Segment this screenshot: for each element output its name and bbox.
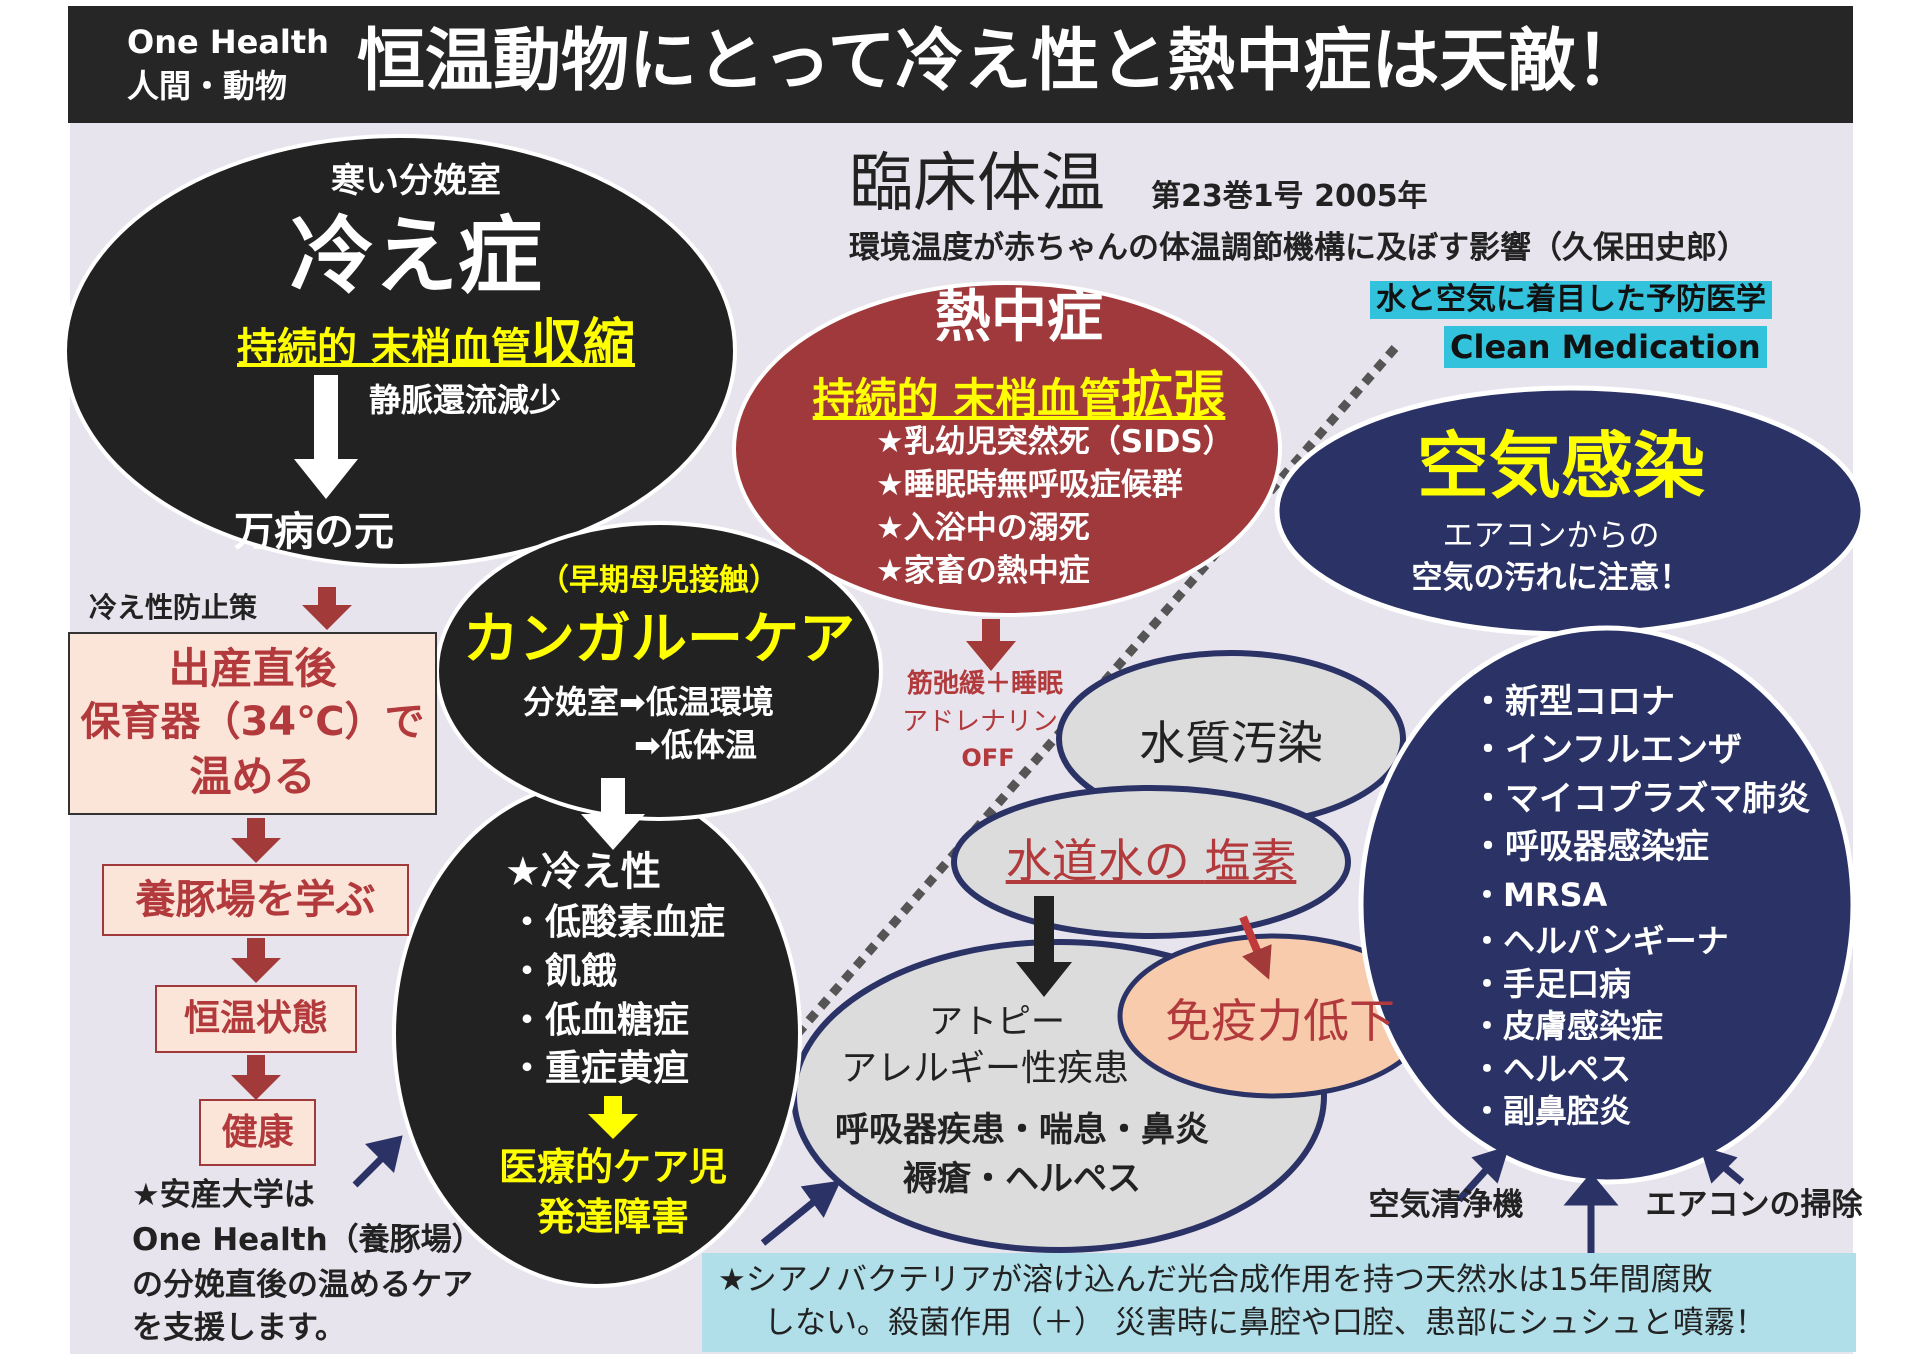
down-arrow-icon bbox=[581, 778, 645, 850]
prevention-label: 水と空気に着目した予防医学 bbox=[1370, 281, 1772, 319]
one-health-label: One Health bbox=[127, 23, 329, 61]
infection-item: ・ヘルパンギーナ bbox=[1471, 922, 1729, 960]
header-bar bbox=[68, 6, 1853, 123]
cold-room-label: 寒い分娩室 bbox=[331, 161, 501, 201]
down-arrow-icon bbox=[231, 938, 281, 983]
kangaroo-line: ➡低体温 bbox=[634, 726, 757, 764]
heat-effect: OFF bbox=[961, 744, 1015, 772]
health-box: 健康 bbox=[199, 1099, 316, 1166]
disease-item: 褥瘡・ヘルペス bbox=[903, 1159, 1141, 1199]
down-arrow-icon bbox=[966, 619, 1016, 671]
mech-prefix: 持続的 末梢血管 bbox=[237, 325, 531, 371]
down-arrow-icon bbox=[588, 1096, 638, 1139]
note-line: ★安産大学は bbox=[132, 1177, 315, 1213]
prevention-measures-label: 冷え性防止策 bbox=[89, 591, 258, 624]
box-label: 恒温状態 bbox=[183, 998, 329, 1039]
infection-item: ・副鼻腔炎 bbox=[1471, 1092, 1632, 1130]
disease-item: 呼吸器疾患・喘息・鼻炎 bbox=[835, 1110, 1209, 1150]
chill-item: ・低酸素血症 bbox=[509, 902, 726, 943]
chill-result: 発達障害 bbox=[536, 1195, 690, 1239]
pig-farm-box: 養豚場を学ぶ bbox=[102, 864, 409, 936]
clean-medication-label: Clean Medication bbox=[1444, 326, 1767, 368]
box-line: 保育器（34℃）で bbox=[80, 699, 425, 745]
homeothermic-box: 恒温状態 bbox=[155, 985, 357, 1053]
root-of-illness-label: 万病の元 bbox=[234, 509, 394, 555]
postpartum-box: 出産直後 保育器（34℃）で 温める bbox=[68, 632, 437, 815]
mech-prefix: 持続的 末梢血管 bbox=[812, 374, 1122, 423]
kangaroo-ellipse bbox=[435, 521, 883, 821]
infection-item: ・手足口病 bbox=[1471, 965, 1632, 1003]
down-arrow-icon bbox=[294, 375, 358, 499]
vasoconstriction-label: 持続的 末梢血管収縮 bbox=[237, 318, 635, 370]
chill-item: ・飢餓 bbox=[509, 951, 618, 992]
mech-key: 収縮 bbox=[530, 314, 635, 374]
box-label: 健康 bbox=[221, 1112, 294, 1153]
disease-item: アレルギー性疾患 bbox=[840, 1048, 1130, 1089]
chill-title: ★冷え性 bbox=[505, 849, 661, 895]
note-line: One Health（養豚場） bbox=[132, 1222, 483, 1258]
infection-item: ・呼吸器感染症 bbox=[1471, 827, 1709, 867]
chlorine-prefix: 水道水の bbox=[1005, 834, 1205, 888]
heat-item: ★睡眠時無呼吸症候群 bbox=[876, 467, 1183, 503]
box-label: 養豚場を学ぶ bbox=[135, 877, 376, 923]
water-pollution-title: 水質汚染 bbox=[1139, 716, 1323, 770]
journal-issue: 第23巻1号 2005年 bbox=[1151, 179, 1428, 214]
infection-item: ・皮膚感染症 bbox=[1471, 1007, 1664, 1045]
heatstroke-ellipse bbox=[732, 281, 1282, 617]
heatstroke-title: 熱中症 bbox=[935, 285, 1103, 350]
down-arrow-icon bbox=[231, 818, 281, 863]
note-line: の分娩直後の温めるケア bbox=[132, 1267, 473, 1303]
human-animal-label: 人間・動物 bbox=[127, 67, 288, 105]
kangaroo-line: 分娩室➡低温環境 bbox=[523, 683, 774, 721]
kangaroo-sub: （早期母児接触） bbox=[539, 563, 779, 598]
mech-key: 拡張 bbox=[1121, 366, 1226, 426]
infection-item: ・インフルエンザ bbox=[1471, 730, 1742, 770]
ac-cleaning-label: エアコンの掃除 bbox=[1645, 1187, 1863, 1223]
chill-item: ・低血糖症 bbox=[509, 1000, 690, 1041]
heat-effect: 筋弛緩＋睡眠 bbox=[906, 669, 1064, 699]
journal-name: 臨床体温 bbox=[849, 147, 1105, 221]
page-title: 恒温動物にとって冷え性と熱中症は天敵！ bbox=[357, 22, 1644, 101]
diagonal-arrow-icon bbox=[1239, 915, 1272, 980]
kangaroo-title: カンガルーケア bbox=[463, 607, 855, 672]
infection-item: ・マイコプラズマ肺炎 bbox=[1471, 779, 1811, 819]
heat-effect: アドレナリン bbox=[901, 707, 1059, 737]
article-title: 環境温度が赤ちゃんの体温調節機構に及ぼす影響（久保田史郎） bbox=[849, 230, 1748, 266]
chlorine-key: 塩素 bbox=[1204, 834, 1297, 888]
disease-item: アトピー bbox=[929, 1002, 1065, 1042]
infection-item: ・MRSA bbox=[1471, 876, 1608, 914]
cyanobacteria-note-box: ★シアノバクテリアが溶け込んだ光合成作用を持つ天然水は15年間腐敗 しない。殺菌… bbox=[702, 1253, 1856, 1352]
chlorine-label: 水道水の 塩素 bbox=[1006, 838, 1297, 884]
note-line: を支援します。 bbox=[132, 1310, 346, 1346]
cold-ellipse bbox=[63, 134, 737, 568]
infection-item: ・ヘルペス bbox=[1471, 1050, 1632, 1088]
air-purifier-label: 空気清浄機 bbox=[1368, 1187, 1524, 1223]
box-line: 温める bbox=[189, 752, 316, 801]
cold-title: 冷え症 bbox=[289, 207, 543, 305]
note-line: しない。殺菌作用（＋） 災害時に鼻腔や口腔、患部にシュシュと噴霧！ bbox=[764, 1305, 1766, 1341]
heat-item: ★乳幼児突然死（SIDS） bbox=[876, 424, 1234, 460]
down-arrow-icon bbox=[1016, 896, 1072, 997]
airborne-title: 空気感染 bbox=[1416, 424, 1706, 508]
down-arrow-icon bbox=[231, 1055, 281, 1100]
venous-return-label: 静脈還流減少 bbox=[369, 381, 562, 419]
heat-item: ★入浴中の溺死 bbox=[876, 510, 1090, 546]
vasodilation-label: 持続的 末梢血管拡張 bbox=[813, 370, 1226, 422]
note-line: ★シアノバクテリアが溶け込んだ光合成作用を持つ天然水は15年間腐敗 bbox=[718, 1262, 1713, 1298]
airborne-line: 空気の汚れに注意！ bbox=[1411, 560, 1691, 596]
chill-result: 医療的ケア児 bbox=[498, 1145, 728, 1189]
airborne-line: エアコンからの bbox=[1442, 518, 1660, 554]
chill-item: ・重症黄疸 bbox=[509, 1048, 690, 1089]
heat-item: ★家畜の熱中症 bbox=[876, 553, 1090, 589]
box-line: 出産直後 bbox=[168, 644, 337, 693]
infection-list-ellipse bbox=[1358, 625, 1856, 1185]
immunity-label: 免疫力低下 bbox=[1165, 994, 1395, 1048]
down-arrow-icon bbox=[302, 587, 352, 630]
infection-item: ・新型コロナ bbox=[1471, 682, 1675, 722]
